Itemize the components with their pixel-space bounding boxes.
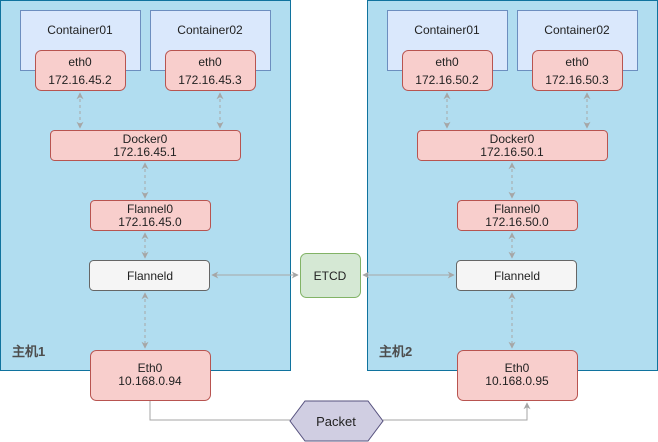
flannel0-name: Flannel0	[494, 202, 540, 216]
link-packet-eth0-2	[383, 402, 531, 421]
flannel0-interface[interactable]	[90, 200, 211, 231]
eth0-container-02-ip: 172.16.50.3	[545, 73, 609, 87]
docker0-name: Docker0	[123, 132, 168, 146]
packet-node[interactable]	[289, 400, 384, 442]
flanneld-label: Flanneld	[127, 269, 173, 283]
docker0-name: Docker0	[490, 132, 535, 146]
container-01-label: Container01	[414, 23, 480, 37]
flannel0-ip: 172.16.50.0	[485, 215, 549, 229]
eth0-host-1-name: Eth0	[138, 361, 163, 375]
eth0-host-2-name: Eth0	[505, 361, 530, 375]
flannel0-ip: 172.16.45.0	[118, 215, 182, 229]
docker0-bridge[interactable]	[417, 130, 608, 161]
flanneld-daemon[interactable]	[456, 260, 577, 291]
eth0-container-01-ip: 172.16.45.2	[48, 73, 112, 87]
etcd-node[interactable]	[300, 253, 361, 298]
eth0-container-01[interactable]	[402, 50, 493, 91]
docker0-ip: 172.16.45.1	[113, 145, 177, 159]
flannel0-interface[interactable]	[457, 200, 578, 231]
eth0-host-1[interactable]	[90, 350, 211, 401]
host-2: 主机2 Container01 Container02 eth0 172.16.…	[367, 0, 658, 371]
container-01-label: Container01	[47, 23, 113, 37]
eth0-container-02-ip: 172.16.45.3	[178, 73, 242, 87]
flannel0-name: Flannel0	[127, 202, 173, 216]
eth0-host-2[interactable]	[457, 350, 578, 401]
eth0-container-01-ip: 172.16.50.2	[415, 73, 479, 87]
eth0-container-02-name: eth0	[198, 55, 222, 69]
packet-label: Packet	[316, 414, 356, 429]
link-eth0-1-packet	[149, 401, 290, 421]
docker0-ip: 172.16.50.1	[480, 145, 544, 159]
flanneld-daemon[interactable]	[89, 260, 210, 291]
host-1: 主机1 Container01 Container02 eth0 172.16.…	[0, 0, 291, 371]
eth0-container-01[interactable]	[35, 50, 126, 91]
eth0-container-01-name: eth0	[435, 55, 459, 69]
eth0-container-01-name: eth0	[68, 55, 92, 69]
eth0-container-02[interactable]	[532, 50, 623, 91]
host-1-label: 主机1	[12, 344, 45, 359]
host-2-label: 主机2	[379, 344, 412, 359]
container-02-label: Container02	[177, 23, 243, 37]
docker0-bridge[interactable]	[50, 130, 241, 161]
eth0-container-02[interactable]	[165, 50, 256, 91]
eth0-host-2-ip: 10.168.0.95	[485, 374, 549, 388]
flanneld-label: Flanneld	[494, 269, 540, 283]
eth0-host-1-ip: 10.168.0.94	[118, 374, 182, 388]
etcd-label: ETCD	[314, 269, 347, 283]
eth0-container-02-name: eth0	[565, 55, 589, 69]
container-02-label: Container02	[544, 23, 610, 37]
